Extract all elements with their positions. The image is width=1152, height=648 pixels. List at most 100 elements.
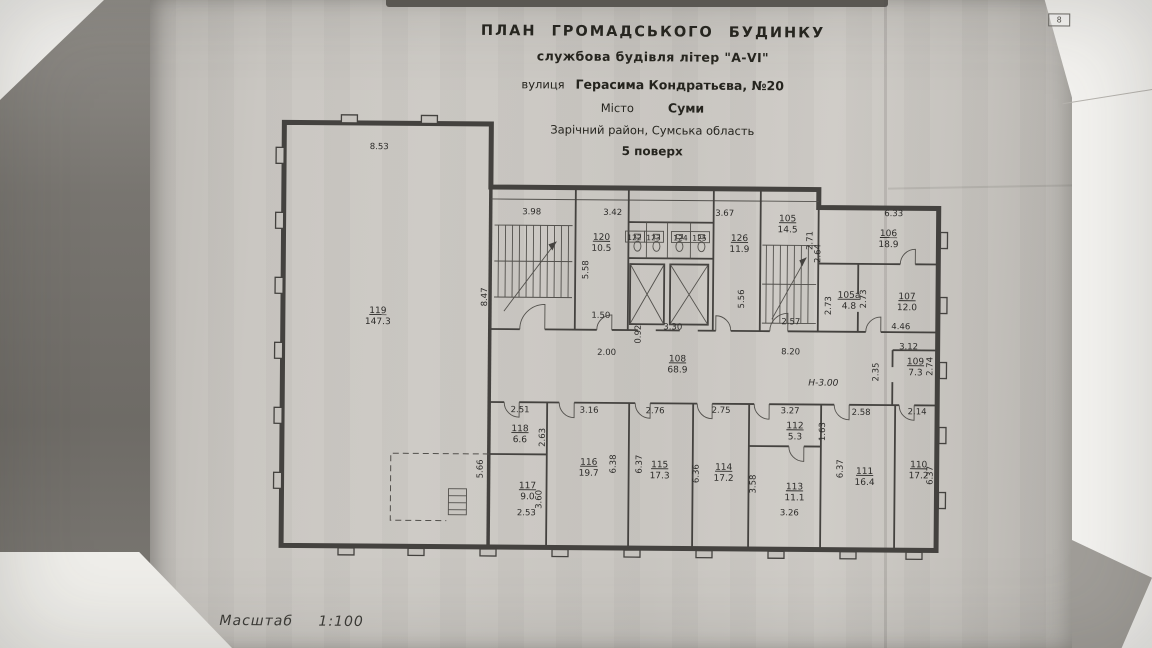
dim-r118-width: 2.51 — [511, 405, 530, 415]
room-num-112: 112 — [786, 421, 803, 431]
room-num-118: 118 — [511, 424, 529, 434]
room-area-126: 11.9 — [729, 245, 749, 255]
room-num-125: 125 — [692, 234, 707, 243]
dashed-partition — [389, 452, 489, 522]
dim-r118-depth: 2.63 — [538, 428, 548, 447]
dim-r110-width: 2.14 — [908, 407, 927, 417]
room-num-108: 108 — [669, 354, 687, 364]
room-area-109: 7.3 — [908, 368, 922, 378]
background-right — [1072, 0, 1152, 648]
room-num-120: 120 — [593, 233, 611, 243]
dim-r112-width: 3.27 — [781, 406, 800, 416]
dim-r106-width: 6.33 — [884, 209, 903, 219]
room-area-110: 17.2 — [909, 471, 929, 481]
dim-lobby-width: 1.50 — [591, 311, 610, 321]
dim-r111-depth: 6.37 — [836, 459, 846, 478]
room-area-108: 68.9 — [667, 365, 687, 375]
dim-r106-depth: 2.71 — [805, 231, 815, 250]
room-area-107: 12.0 — [897, 303, 917, 313]
dim-r115-depth: 6.37 — [635, 455, 645, 474]
dim-stairB-bottom: 2.57 — [781, 317, 800, 327]
dim-r107-left: 2.73 — [859, 289, 869, 308]
building-walls — [278, 119, 942, 554]
dim-r126-depth: 5.56 — [737, 289, 747, 308]
dim-r117-bottom: 2.53 — [517, 508, 536, 518]
room-area-106: 18.9 — [878, 240, 898, 250]
room-num-126: 126 — [731, 234, 749, 244]
paper-texture — [150, 0, 1076, 648]
wc-number-boxes — [625, 230, 710, 244]
dim-r111-width: 2.58 — [852, 408, 871, 418]
staircase-left — [494, 224, 573, 312]
room-num-119: 119 — [369, 306, 387, 316]
room-num-117: 117 — [519, 481, 536, 491]
scanned-sheet — [150, 0, 1076, 648]
room-area-105a: 4.8 — [842, 302, 857, 312]
dim-r117-left: 5.66 — [476, 459, 486, 478]
dim-r114-depth: 6.36 — [692, 464, 702, 483]
room-num-116: 116 — [580, 458, 598, 468]
room-num-107: 107 — [898, 292, 915, 302]
room-num-109: 109 — [907, 357, 925, 367]
room-area-111: 16.4 — [855, 478, 875, 488]
room-area-105: 14.5 — [777, 225, 797, 235]
wc-fixtures — [633, 233, 706, 253]
dim-r113-left: 3.58 — [748, 475, 758, 494]
door-swings — [503, 248, 916, 462]
dim-r116-width: 3.16 — [580, 406, 599, 416]
room-area-112: 5.3 — [788, 432, 802, 442]
room-area-114: 17.2 — [714, 474, 734, 484]
dim-lift-gap: 0.92 — [634, 325, 644, 344]
dim-stairA-width: 3.98 — [522, 207, 541, 217]
dim-r114-width: 2.75 — [712, 406, 731, 416]
dim-r115-width: 2.76 — [646, 406, 665, 416]
dim-corridor-left: 2.00 — [597, 348, 616, 358]
paper-top-edge-shadow — [386, 0, 888, 7]
room-num-115: 115 — [651, 460, 668, 470]
dim-r112-depth: 1.63 — [818, 422, 828, 441]
dim-r105a-depth: 2.73 — [824, 296, 834, 315]
room-area-118: 6.6 — [513, 435, 528, 445]
dim-r120-depth: 5.58 — [581, 260, 591, 279]
room-num-110: 110 — [910, 460, 928, 470]
dimension-labels-vertical: 5.58 8.47 0.92 5.56 2.64 2.71 2.73 2.73 … — [476, 231, 936, 509]
dim-corridor-right: 8.20 — [781, 347, 800, 357]
room-labels: 119 147.3 120 10.5 122 123 124 125 126 1… — [365, 214, 929, 503]
room-area-117: 9.0 — [520, 492, 535, 502]
dim-r116-depth: 6.38 — [609, 454, 619, 473]
room-num-106: 106 — [880, 229, 898, 239]
elevator-shafts — [628, 263, 710, 326]
room-num-105a: 105а — [838, 291, 861, 301]
dim-r113-bottom: 3.26 — [780, 508, 799, 518]
room-num-124: 124 — [673, 233, 688, 242]
background-surface — [0, 0, 152, 648]
dimension-labels: 8.53 3.98 3.42 3.67 6.33 1.50 2.00 3.30 … — [370, 142, 927, 518]
height-note: Н-3.00 — [808, 378, 838, 388]
dim-r109-right: 2.74 — [925, 357, 935, 376]
dim-r107-bottom: 4.46 — [891, 322, 910, 332]
dim-r126-width: 3.67 — [715, 209, 734, 219]
dim-stairA-depth: 8.47 — [480, 287, 490, 306]
room-num-105: 105 — [779, 214, 796, 224]
dim-r109-left: 2.35 — [871, 363, 881, 382]
room-num-111: 111 — [856, 467, 873, 477]
dim-r109-width: 3.12 — [899, 342, 918, 352]
staircase-right — [761, 244, 817, 324]
room-area-115: 17.3 — [650, 471, 670, 481]
room-num-113: 113 — [786, 482, 803, 492]
room-area-116: 19.7 — [579, 469, 599, 479]
room-area-119: 147.3 — [365, 317, 391, 327]
wall-pilasters — [272, 114, 949, 561]
dim-r120-width: 3.42 — [603, 208, 622, 218]
dim-stairB-width: 2.64 — [813, 244, 823, 263]
dim-r110-depth: 6.37 — [926, 466, 936, 485]
room-num-122: 122 — [627, 233, 642, 242]
dim-lifts-span: 3.30 — [663, 322, 682, 332]
room-area-120: 10.5 — [591, 244, 611, 254]
room-num-123: 123 — [646, 233, 661, 242]
room-num-114: 114 — [715, 463, 733, 473]
dim-r117-depth: 3.60 — [534, 490, 544, 509]
